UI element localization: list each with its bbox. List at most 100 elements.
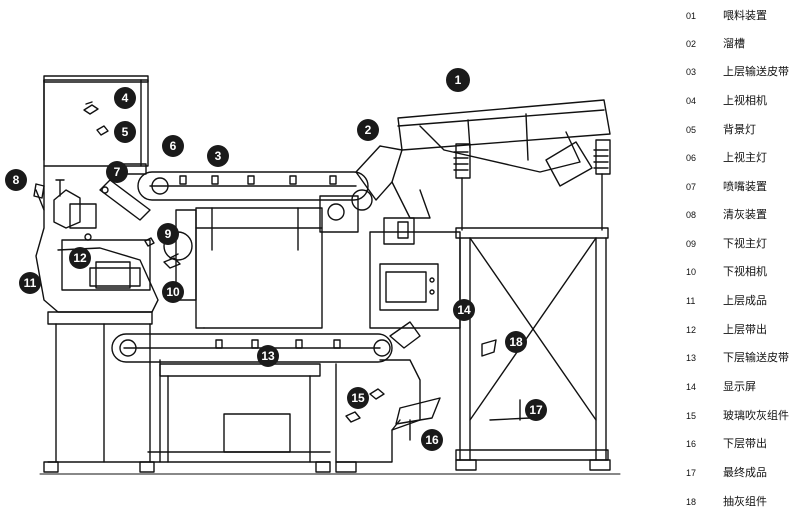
legend-number: 12 xyxy=(686,325,697,335)
legend-label: 下层带出 xyxy=(723,437,767,450)
legend-label: 最终成品 xyxy=(723,466,767,479)
legend-item: 12 上层带出 xyxy=(676,320,800,340)
legend-label: 上层带出 xyxy=(723,323,767,336)
legend-item: 04 上视相机 xyxy=(676,91,800,111)
legend-label: 抽灰组件 xyxy=(723,495,767,508)
chute xyxy=(355,145,431,245)
svg-text:5: 5 xyxy=(122,125,129,139)
legend-number: 16 xyxy=(686,439,697,449)
legend-item: 05 背景灯 xyxy=(676,120,800,140)
legend-label: 玻璃吹灰组件 xyxy=(723,409,789,422)
callout-9: 9 xyxy=(157,223,179,245)
legend-number: 06 xyxy=(686,153,697,163)
svg-text:10: 10 xyxy=(166,285,180,299)
legend-number: 11 xyxy=(686,296,696,306)
legend-label: 显示屏 xyxy=(723,380,756,393)
lower-frame xyxy=(43,311,331,473)
callout-5: 5 xyxy=(114,121,136,143)
callout-18: 18 xyxy=(505,331,527,353)
camera-symbols xyxy=(83,101,385,423)
legend-label: 上视相机 xyxy=(723,94,767,107)
legend-number: 08 xyxy=(686,210,697,220)
callout-14: 14 xyxy=(453,299,475,321)
legend-label: 喂料装置 xyxy=(723,9,767,22)
legend-number: 02 xyxy=(686,39,697,49)
svg-text:14: 14 xyxy=(457,303,471,317)
legend-item: 01 喂料装置 xyxy=(676,6,800,26)
right-frame xyxy=(455,227,611,471)
middle-frame xyxy=(163,207,323,329)
svg-text:7: 7 xyxy=(114,165,121,179)
legend-label: 下视主灯 xyxy=(723,237,767,250)
svg-text:3: 3 xyxy=(215,149,222,163)
legend-number: 01 xyxy=(686,11,697,21)
legend-label: 下层输送皮带 xyxy=(723,351,789,364)
legend-label: 溜槽 xyxy=(723,37,745,50)
legend-label: 喷嘴装置 xyxy=(723,180,767,193)
legend-item: 17 最终成品 xyxy=(676,463,800,483)
legend-item: 09 下视主灯 xyxy=(676,234,800,254)
legend-number: 15 xyxy=(686,411,697,421)
vibrating-feeder xyxy=(397,99,611,231)
callout-2: 2 xyxy=(357,119,379,141)
callout-12: 12 xyxy=(69,247,91,269)
legend-number: 03 xyxy=(686,67,697,77)
svg-text:1: 1 xyxy=(455,73,462,87)
callout-11: 11 xyxy=(19,272,41,294)
legend-number: 17 xyxy=(686,468,697,478)
svg-text:8: 8 xyxy=(13,173,20,187)
legend-item: 16 下层带出 xyxy=(676,434,800,454)
callout-10: 10 xyxy=(162,281,184,303)
legend-number: 14 xyxy=(686,382,697,392)
machine-drawing xyxy=(33,75,621,475)
svg-text:6: 6 xyxy=(170,139,177,153)
lower-conveyor xyxy=(111,321,421,363)
legend-number: 04 xyxy=(686,96,697,106)
legend-number: 13 xyxy=(686,353,697,363)
svg-text:2: 2 xyxy=(365,123,372,137)
callout-6: 6 xyxy=(162,135,184,157)
legend-item: 07 喷嘴装置 xyxy=(676,177,800,197)
legend-number: 18 xyxy=(686,497,697,507)
callout-16: 16 xyxy=(421,429,443,451)
svg-text:18: 18 xyxy=(509,335,523,349)
callout-8: 8 xyxy=(5,169,27,191)
lower-right-housing xyxy=(335,339,531,473)
svg-text:4: 4 xyxy=(122,91,129,105)
svg-text:17: 17 xyxy=(529,403,543,417)
legend-number: 07 xyxy=(686,182,697,192)
callout-15: 15 xyxy=(347,387,369,409)
callout-badges: 1 2 3 4 5 6 7 8 9 10 11 12 13 14 15 16 1… xyxy=(5,68,547,451)
legend-label: 上层成品 xyxy=(723,294,767,307)
legend-number: 09 xyxy=(686,239,697,249)
legend-item: 13 下层输送皮带 xyxy=(676,348,800,368)
callout-1: 1 xyxy=(446,68,470,92)
callout-3: 3 xyxy=(207,145,229,167)
legend-label: 背景灯 xyxy=(723,123,756,136)
svg-text:12: 12 xyxy=(73,251,87,265)
legend-item: 15 玻璃吹灰组件 xyxy=(676,406,800,426)
legend-item: 10 下视相机 xyxy=(676,262,800,282)
legend-item: 14 显示屏 xyxy=(676,377,800,397)
legend-item: 08 清灰装置 xyxy=(676,205,800,225)
left-machine-body xyxy=(33,163,159,313)
legend-item: 06 上视主灯 xyxy=(676,148,800,168)
legend-number: 10 xyxy=(686,267,697,277)
legend-label: 上视主灯 xyxy=(723,151,767,164)
display-cabinet xyxy=(369,221,461,329)
legend-item: 11 上层成品 xyxy=(676,291,800,311)
svg-text:16: 16 xyxy=(425,433,439,447)
legend-item: 02 溜槽 xyxy=(676,34,800,54)
parts-legend: 01 喂料装置 02 溜槽 03 上层输送皮带 04 上视相机 05 背景灯 06 上视主灯… xyxy=(676,0,800,518)
legend-label: 下视相机 xyxy=(723,265,767,278)
legend-item: 03 上层输送皮带 xyxy=(676,62,800,82)
callout-17: 17 xyxy=(525,399,547,421)
callout-13: 13 xyxy=(257,345,279,367)
legend-number: 05 xyxy=(686,125,697,135)
callout-7: 7 xyxy=(106,161,128,183)
legend-label: 清灰装置 xyxy=(723,208,767,221)
callout-4: 4 xyxy=(114,87,136,109)
legend-item: 18 抽灰组件 xyxy=(676,492,800,512)
legend-label: 上层输送皮带 xyxy=(723,65,789,78)
